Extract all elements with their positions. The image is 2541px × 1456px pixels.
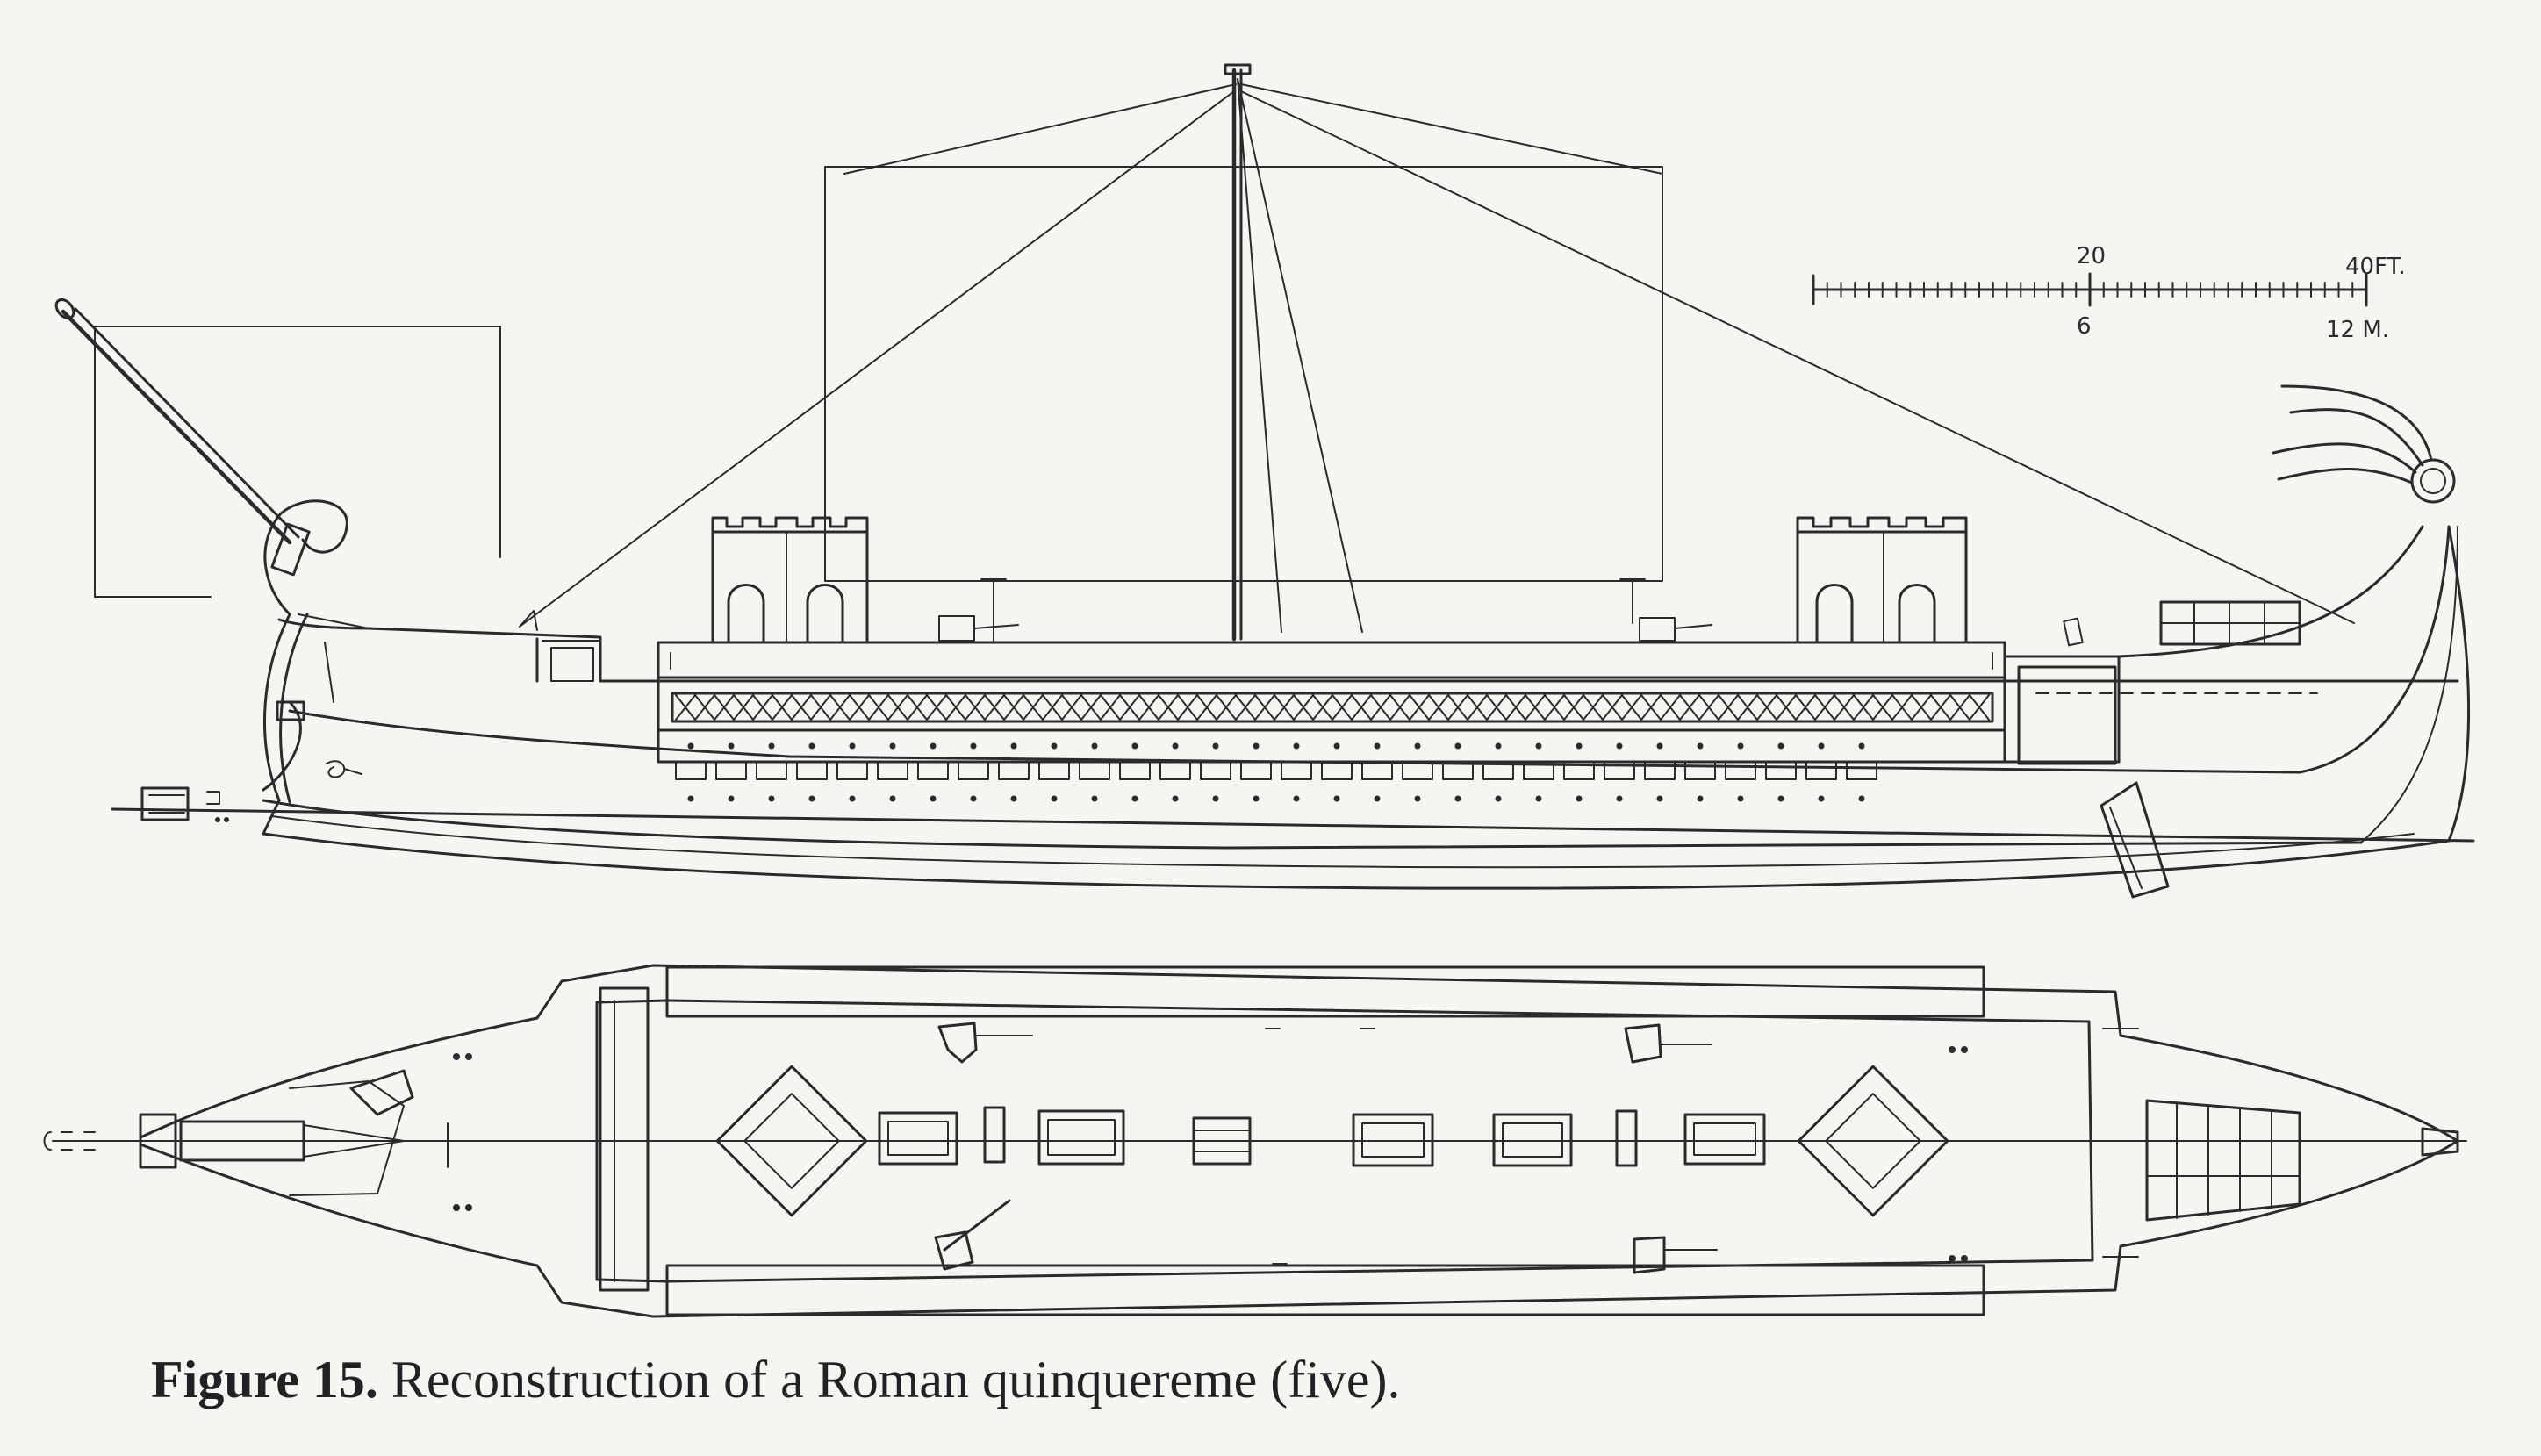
prow <box>2117 384 2470 843</box>
scale-feet-end: 40FT. <box>2345 254 2406 280</box>
plan-view <box>43 964 2467 1318</box>
deck-artillery-side <box>938 578 1712 642</box>
deck-artillery-plan <box>934 1022 1718 1274</box>
sail <box>824 83 1663 582</box>
figure-number: Figure 15. <box>151 1351 378 1409</box>
oar-ports <box>675 742 1877 802</box>
scale-feet-mid: 20 <box>2077 243 2106 269</box>
side-elevation <box>54 63 2475 899</box>
ram <box>140 786 229 822</box>
corvus-boarding-bridge <box>54 298 501 598</box>
bow-deck <box>2063 600 2301 899</box>
rigging <box>519 90 2355 631</box>
scale-meters-end: 12 M. <box>2326 317 2389 343</box>
waterline <box>111 807 2475 843</box>
scale-meters-mid: 6 <box>2077 313 2092 340</box>
mast <box>1224 63 1363 642</box>
tower-right <box>1796 516 1968 644</box>
scale-bar: 20 40FT. 6 12 M. <box>1812 243 2406 343</box>
deck-superstructure <box>657 641 2318 765</box>
hull-side <box>262 618 2459 890</box>
figure-caption: Figure 15. Reconstruction of a Roman qui… <box>151 1350 1401 1410</box>
caption-text: Reconstruction of a Roman quinquereme (f… <box>377 1351 1401 1409</box>
tower-left <box>711 516 869 644</box>
stern-post <box>262 499 370 804</box>
